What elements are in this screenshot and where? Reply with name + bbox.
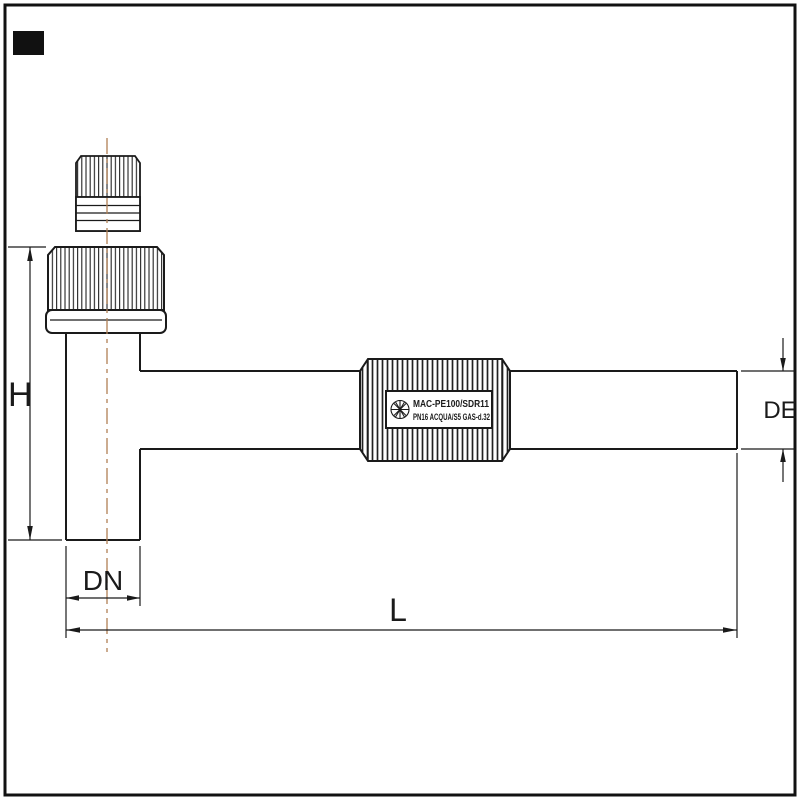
brand-starburst-icon xyxy=(390,399,410,420)
male-thread-section xyxy=(47,246,165,311)
coupler-label-plate: MAC-PE100/SDR11 PN16 ACQUA/S5 GAS-d.32 xyxy=(385,390,493,429)
arrow-up-icon xyxy=(780,449,786,462)
arrow-left-icon xyxy=(66,595,79,601)
coupler-label-line1: MAC-PE100/SDR11 xyxy=(413,399,489,410)
horizontal-pipe xyxy=(140,370,738,450)
arrow-down-icon xyxy=(780,358,786,371)
dim-dn-label: DN xyxy=(83,565,123,596)
dim-h-label: H xyxy=(8,376,33,414)
dim-h: H xyxy=(8,246,62,541)
collar xyxy=(45,309,167,334)
arrow-down-icon xyxy=(27,526,33,540)
arrow-right-icon xyxy=(723,627,737,633)
arrow-up-icon xyxy=(27,247,33,261)
cap-exploded xyxy=(75,155,141,232)
page-border xyxy=(3,3,797,797)
arrow-right-icon xyxy=(127,595,140,601)
vertical-pipe xyxy=(65,333,141,541)
dim-de-label: DE xyxy=(763,397,796,424)
dim-de: DE xyxy=(741,338,797,482)
arrow-left-icon xyxy=(66,627,80,633)
dim-dn: DN xyxy=(65,546,141,638)
coupler-label-line2: PN16 ACQUA/S5 GAS-d.32 xyxy=(413,412,490,422)
dim-l: L xyxy=(66,453,738,638)
corner-mark xyxy=(13,31,44,55)
dim-l-label: L xyxy=(389,592,407,628)
